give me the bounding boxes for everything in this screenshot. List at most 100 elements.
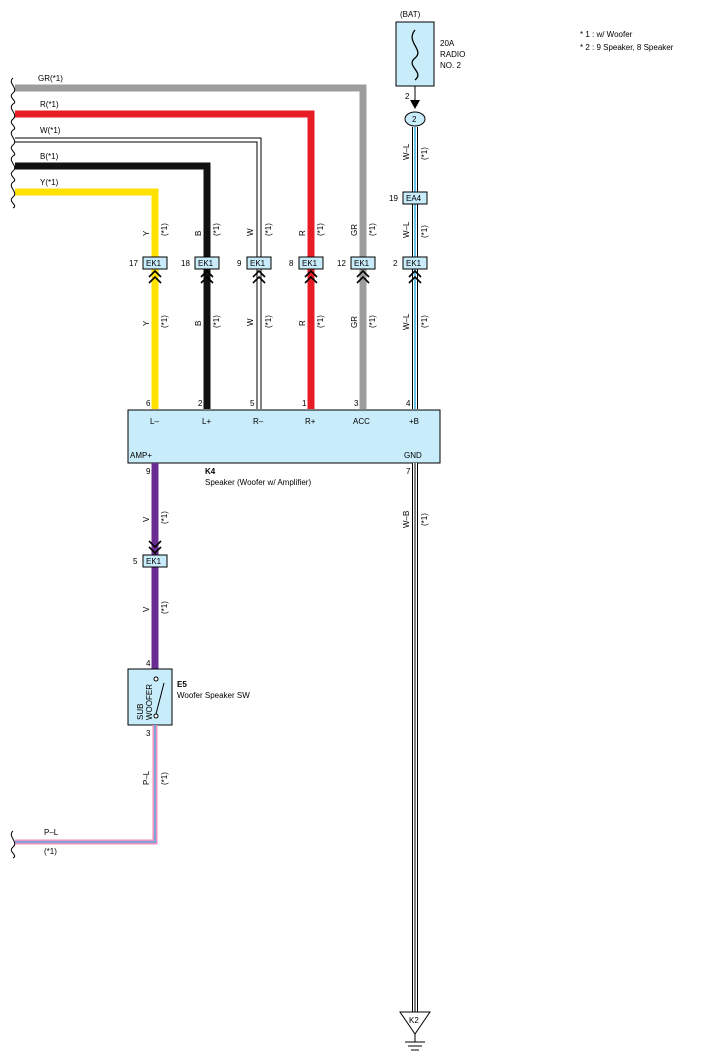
switch-contact-icon — [153, 676, 165, 719]
speaker-amp-pin: 9 — [146, 467, 151, 476]
svg-text:EK1: EK1 — [406, 259, 422, 268]
code-gr-2: GR — [350, 316, 359, 328]
pl-input-label: P–L — [44, 828, 59, 837]
switch-inner-2: WOOFER — [145, 684, 154, 720]
note-gr-1: (*1) — [368, 223, 377, 236]
input-label-gr: GR(*1) — [38, 74, 63, 83]
code-v-1: V — [142, 516, 151, 522]
code-v-2: V — [142, 606, 151, 612]
svg-text:19: 19 — [389, 194, 398, 203]
svg-text:EK1: EK1 — [146, 259, 162, 268]
svg-text:5: 5 — [133, 557, 138, 566]
connector-ek1-v-arrow-icon — [148, 540, 162, 555]
switch-pin-top: 4 — [146, 659, 151, 668]
note-y-1: (*1) — [160, 223, 169, 236]
svg-text:4: 4 — [406, 399, 411, 408]
note-1: * 1 : w/ Woofer — [580, 30, 633, 39]
connector-ek1-5: EK1 12 — [337, 256, 376, 284]
svg-text:EK1: EK1 — [354, 259, 370, 268]
svg-text:1: 1 — [302, 399, 307, 408]
svg-text:L–: L– — [150, 417, 159, 426]
ground-code: K2 — [409, 1016, 419, 1025]
code-r-2: R — [298, 320, 307, 326]
connector-ek1-6: EK1 2 — [393, 256, 428, 284]
note-b-2: (*1) — [212, 315, 221, 328]
code-gr-1: GR — [350, 224, 359, 236]
code-wl-1: W–L — [402, 143, 411, 160]
svg-text:EK1: EK1 — [302, 259, 318, 268]
connector-ek1-3: EK1 9 — [237, 256, 272, 284]
wire-w — [15, 137, 262, 409]
wire-r — [15, 110, 315, 409]
switch-code: E5 — [177, 680, 187, 689]
svg-text:2: 2 — [393, 259, 398, 268]
speaker-pins: 6 2 5 1 3 4 — [146, 399, 411, 408]
svg-text:8: 8 — [289, 259, 294, 268]
input-label-w: W(*1) — [40, 126, 61, 135]
note-w-1: (*1) — [264, 223, 273, 236]
svg-text:9: 9 — [237, 259, 242, 268]
code-w-2: W — [246, 318, 255, 326]
svg-text:EK1: EK1 — [146, 557, 162, 566]
svg-text:ACC: ACC — [353, 417, 370, 426]
svg-text:6: 6 — [146, 399, 151, 408]
fuse-box — [395, 21, 435, 87]
svg-text:R–: R– — [253, 417, 264, 426]
switch-box — [127, 668, 173, 726]
note-wl-3: (*1) — [420, 315, 429, 328]
input-label-y: Y(*1) — [40, 178, 59, 187]
wire-codes-lower: Y (*1) B (*1) W (*1) R (*1) GR (*1) W–L … — [142, 313, 429, 330]
input-label-r: R(*1) — [40, 100, 59, 109]
speaker-name: Speaker (Woofer w/ Amplifier) — [205, 478, 311, 487]
wire-gr — [15, 84, 367, 409]
note-w-2: (*1) — [264, 315, 273, 328]
note-r-2: (*1) — [316, 315, 325, 328]
wire-codes-upper: Y (*1) B (*1) W (*1) R (*1) GR (*1) W–L … — [142, 143, 429, 238]
note-pl: (*1) — [160, 772, 169, 785]
svg-text:R+: R+ — [305, 417, 316, 426]
speaker-gnd-pin: 7 — [406, 467, 411, 476]
connector-ek1-2: EK1 18 — [181, 256, 220, 284]
svg-text:18: 18 — [181, 259, 190, 268]
ground-symbol-icon — [405, 1034, 425, 1051]
switch-name: Woofer Speaker SW — [177, 691, 250, 700]
note-gr-2: (*1) — [368, 315, 377, 328]
fuse-pin: 2 — [405, 92, 410, 101]
switch-pin-bottom: 3 — [146, 729, 151, 738]
svg-text:5: 5 — [250, 399, 255, 408]
svg-text:12: 12 — [337, 259, 346, 268]
code-r-1: R — [298, 230, 307, 236]
speaker-code: K4 — [205, 467, 216, 476]
input-label-b: B(*1) — [40, 152, 59, 161]
connector-ek1-v: EK1 5 — [133, 554, 168, 568]
break-mark-pl — [10, 830, 16, 859]
connector-ea4: EA4 19 — [389, 191, 428, 205]
code-pl: P–L — [142, 770, 151, 785]
svg-text:+B: +B — [409, 417, 419, 426]
break-marks — [10, 77, 16, 209]
fuse-arrow-icon — [410, 100, 420, 109]
wire-y — [15, 188, 159, 409]
note-wb: (*1) — [420, 513, 429, 526]
speaker-box — [127, 409, 441, 464]
svg-text:EA4: EA4 — [406, 194, 422, 203]
note-y-2: (*1) — [160, 315, 169, 328]
fuse-name: RADIO — [440, 50, 465, 59]
connector-ek1-4: EK1 8 — [289, 256, 324, 284]
code-wb: W–B — [402, 511, 411, 528]
speaker-terminal-labels: L– L+ R– R+ ACC +B — [150, 417, 419, 426]
note-r-1: (*1) — [316, 223, 325, 236]
code-wl-2: W–L — [402, 221, 411, 238]
code-w-1: W — [246, 228, 255, 236]
switch-inner-1: SUB — [136, 704, 145, 720]
svg-text:L+: L+ — [202, 417, 211, 426]
fuse-number: NO. 2 — [440, 61, 461, 70]
svg-text:17: 17 — [129, 259, 138, 268]
fuse-icon — [411, 29, 419, 81]
svg-text:EK1: EK1 — [250, 259, 266, 268]
svg-text:2: 2 — [198, 399, 203, 408]
note-wl-1: (*1) — [420, 147, 429, 160]
wire-b — [15, 162, 211, 409]
note-wl-2: (*1) — [420, 225, 429, 238]
